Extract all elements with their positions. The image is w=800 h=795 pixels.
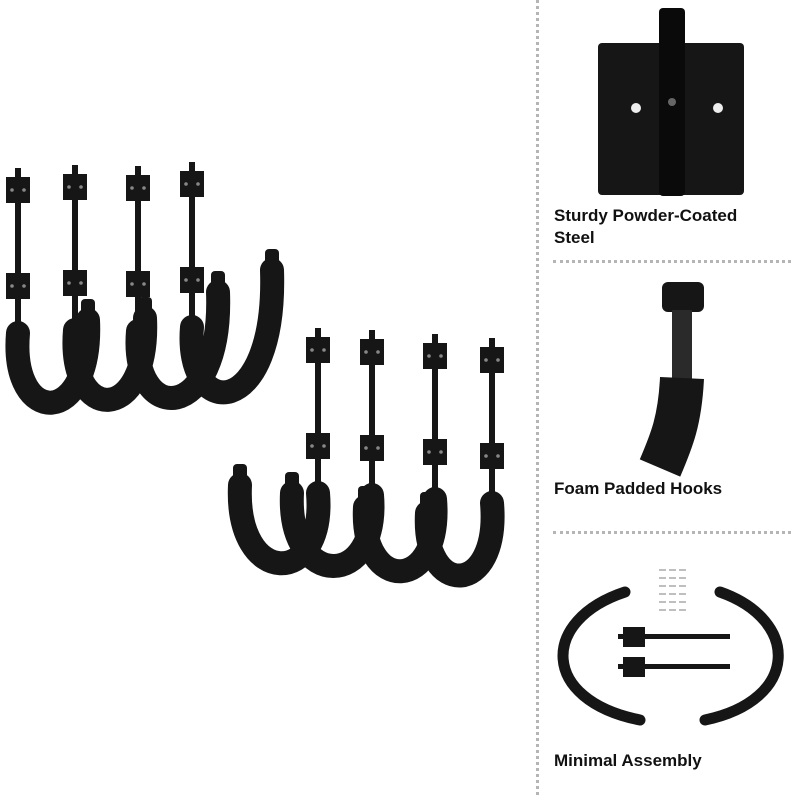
foam-padded-hook [179, 258, 285, 405]
foam-hook-right [699, 586, 784, 726]
mount-plate [6, 273, 30, 299]
mount-plate [6, 177, 30, 203]
mount-plate [423, 343, 447, 369]
screw-hole [439, 354, 443, 358]
screw-hole [142, 282, 146, 286]
screw-hole [322, 348, 326, 352]
mount-plate [306, 337, 330, 363]
mount-plate [480, 443, 504, 469]
feature-caption-steel: Sturdy Powder-Coated Steel [554, 205, 737, 249]
screw-hole [22, 284, 26, 288]
mount-plate [126, 271, 150, 297]
steel-rod [618, 664, 730, 669]
screw-hole [79, 185, 83, 189]
screw-hole [310, 444, 314, 448]
hook-end-cap [285, 472, 299, 494]
mount-plate [480, 347, 504, 373]
screw-hole [67, 281, 71, 285]
caption-line: Sturdy Powder-Coated [554, 206, 738, 225]
screw-hole [631, 103, 641, 113]
mount-plate [306, 433, 330, 459]
screw-hole [184, 278, 188, 282]
screw-hole [22, 188, 26, 192]
screw-hole [10, 284, 14, 288]
screw-hole [364, 446, 368, 450]
hook-end-cap [233, 464, 247, 486]
screw-hole [376, 446, 380, 450]
steel-rod [618, 634, 730, 639]
screw-hole [79, 281, 83, 285]
hook-end-cap [265, 249, 279, 271]
screw-hole [713, 103, 723, 113]
feature-caption-foam: Foam Padded Hooks [554, 479, 723, 498]
hook-end-cap [138, 297, 152, 319]
steel-rod-closeup [672, 310, 692, 380]
screw-hole [130, 282, 134, 286]
center-bolt [668, 98, 676, 106]
mount-plate [360, 339, 384, 365]
screw-hole [310, 348, 314, 352]
mount-plate [623, 657, 645, 677]
screw-hole [427, 354, 431, 358]
hook-end-cap [211, 271, 225, 293]
mount-plate [623, 627, 645, 647]
screw-hole [496, 358, 500, 362]
screw-hole [427, 450, 431, 454]
feature-caption-assembly: Minimal Assembly [554, 751, 702, 770]
hook-end-cap [358, 486, 372, 508]
hook-end-cap [81, 299, 95, 321]
mount-plate [360, 435, 384, 461]
screw-hole [67, 185, 71, 189]
divider-2 [553, 531, 791, 534]
foam-padding-closeup [639, 376, 704, 477]
mount-plate [63, 270, 87, 296]
screw-hole [196, 182, 200, 186]
screw-hole [439, 450, 443, 454]
mount-plate [63, 174, 87, 200]
screw-hole [496, 454, 500, 458]
caption-line: Steel [554, 228, 595, 247]
mount-plate [180, 267, 204, 293]
foam-padded-hook [227, 473, 331, 576]
foam-padded-hook [414, 491, 505, 588]
divider-1 [553, 260, 791, 263]
screw-hole [184, 182, 188, 186]
screw-hole [196, 278, 200, 282]
mount-plate [423, 439, 447, 465]
mount-plate [180, 171, 204, 197]
screw-hole [364, 350, 368, 354]
hook-end-cap-closeup [662, 282, 704, 312]
hook-end-cap [420, 492, 434, 514]
foam-padded-hook [125, 280, 231, 410]
mount-plate [126, 175, 150, 201]
screw-hole [322, 444, 326, 448]
screw-hole [130, 186, 134, 190]
screw-hole [10, 188, 14, 192]
vertical-divider [536, 0, 539, 795]
foam-hook-left [557, 586, 646, 726]
screw-hole [376, 350, 380, 354]
screw-hole [484, 454, 488, 458]
screw-hole [484, 358, 488, 362]
screw-hole [142, 186, 146, 190]
